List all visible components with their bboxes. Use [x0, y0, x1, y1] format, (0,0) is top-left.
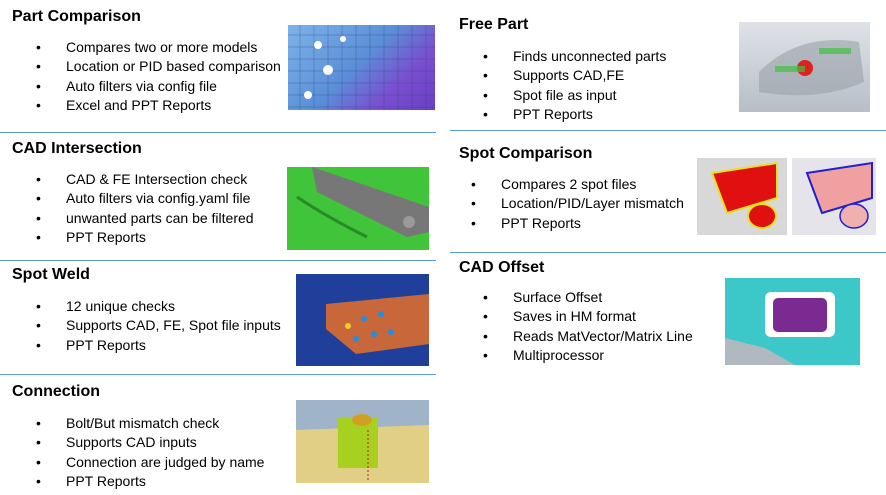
list-item: Location or PID based comparison — [36, 57, 281, 77]
list-item: Auto filters via config file — [36, 77, 281, 97]
list-item: Excel and PPT Reports — [36, 96, 281, 116]
list-item: unwanted parts can be filtered — [36, 209, 254, 229]
list-item: Compares two or more models — [36, 38, 281, 58]
free-part-image — [739, 22, 870, 112]
list-item: PPT Reports — [36, 472, 264, 492]
divider — [0, 132, 436, 133]
list-item: Connection are judged by name — [36, 453, 264, 473]
cad-intersection-image — [287, 167, 429, 250]
list-item: Surface Offset — [483, 288, 693, 308]
section-title-connection: Connection — [12, 383, 100, 400]
cad-intersection-list: CAD & FE Intersection check Auto filters… — [36, 170, 254, 247]
list-item: Finds unconnected parts — [483, 47, 666, 67]
spot-weld-list: 12 unique checks Supports CAD, FE, Spot … — [36, 297, 281, 355]
list-item: Location/PID/Layer mismatch — [471, 194, 684, 214]
section-title-spot-comparison: Spot Comparison — [459, 145, 593, 162]
divider — [450, 252, 886, 253]
connection-image — [296, 400, 429, 483]
list-item: Multiprocessor — [483, 346, 693, 366]
list-item: Compares 2 spot files — [471, 175, 684, 195]
part-comparison-list: Compares two or more models Location or … — [36, 38, 281, 115]
connection-list: Bolt/But mismatch check Supports CAD inp… — [36, 414, 264, 491]
list-item: Supports CAD,FE — [483, 66, 666, 86]
list-item: PPT Reports — [471, 214, 684, 234]
cad-offset-image — [725, 278, 860, 365]
spot-comparison-list: Compares 2 spot files Location/PID/Layer… — [471, 175, 684, 233]
free-part-list: Finds unconnected parts Supports CAD,FE … — [483, 47, 666, 124]
spot-weld-image — [296, 274, 429, 366]
list-item: CAD & FE Intersection check — [36, 170, 254, 190]
list-item: Spot file as input — [483, 86, 666, 106]
list-item: Supports CAD inputs — [36, 433, 264, 453]
divider — [0, 260, 436, 261]
divider — [450, 130, 886, 131]
list-item: PPT Reports — [36, 228, 254, 248]
list-item: PPT Reports — [483, 105, 666, 125]
section-title-free-part: Free Part — [459, 16, 529, 33]
list-item: Supports CAD, FE, Spot file inputs — [36, 316, 281, 336]
spot-comparison-image-blue — [792, 158, 876, 235]
divider — [0, 374, 436, 375]
list-item: 12 unique checks — [36, 297, 281, 317]
section-title-cad-intersection: CAD Intersection — [12, 140, 142, 157]
list-item: Bolt/But mismatch check — [36, 414, 264, 434]
spot-comparison-image-yellow — [697, 158, 787, 235]
cad-offset-list: Surface Offset Saves in HM format Reads … — [483, 288, 693, 365]
list-item: PPT Reports — [36, 336, 281, 356]
list-item: Reads MatVector/Matrix Line — [483, 327, 693, 347]
part-comparison-image — [288, 25, 435, 120]
list-item: Auto filters via config.yaml file — [36, 189, 254, 209]
section-title-spot-weld: Spot Weld — [12, 266, 90, 283]
section-title-cad-offset: CAD Offset — [459, 259, 545, 276]
section-title-part-comparison: Part Comparison — [12, 8, 141, 25]
list-item: Saves in HM format — [483, 307, 693, 327]
